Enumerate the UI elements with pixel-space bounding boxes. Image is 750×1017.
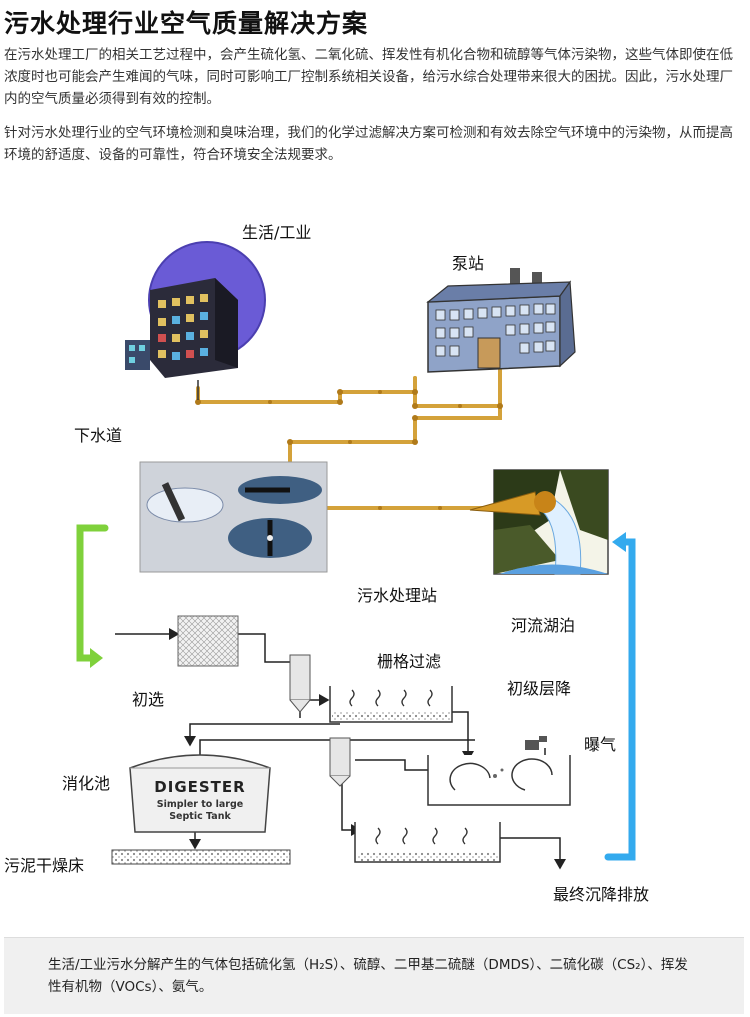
page-title: 污水处理行业空气质量解决方案: [4, 9, 369, 38]
grit-separator-lower: [329, 737, 351, 787]
intro-paragraph: 在污水处理工厂的相关工艺过程中，会产生硫化氢、二氧化硫、挥发性有机化合物和硫醇等…: [4, 47, 733, 107]
river-lake-illustration: [469, 469, 609, 575]
label-pump-station: 泵站: [452, 254, 485, 273]
label-sewer: 下水道: [74, 426, 123, 445]
solution-paragraph: 针对污水处理行业的空气环境检测和臭味治理，我们的化学过滤解决方案可检测和有效去除…: [4, 125, 733, 163]
treatment-plant-illustration: [139, 461, 328, 573]
digester-tank-subtitle: Simpler to large Septic Tank: [156, 799, 244, 822]
label-domestic-industry: 生活/工业: [242, 223, 312, 242]
primary-settling-tank: [329, 686, 453, 723]
pump-station-illustration: [426, 268, 576, 373]
gas-info-text: 生活/工业污水分解产生的气体包括硫化氢（H₂S）、硫醇、二甲基二硫醚（DMDS）…: [48, 957, 688, 995]
label-aeration: 曝气: [584, 735, 617, 754]
final-settling-tank: [354, 822, 501, 863]
gas-info-box: 生活/工业污水分解产生的气体包括硫化氢（H₂S）、硫醇、二甲基二硫醚（DMDS）…: [4, 937, 744, 1014]
aeration-tank: [427, 736, 571, 806]
sludge-drying-bed: [111, 849, 291, 865]
label-sludge-bed: 污泥干燥床: [4, 856, 85, 875]
grit-separator-upper: [289, 654, 311, 713]
digester-tank: [129, 754, 271, 833]
digester-tank-title: DIGESTER: [154, 778, 246, 796]
label-treatment-plant: 污水处理站: [357, 586, 438, 605]
blue-flow-arrow: [604, 538, 636, 861]
domestic-industry-illustration: [125, 241, 266, 400]
label-preliminary: 初选: [132, 690, 165, 709]
label-screening: 栅格过滤: [377, 652, 442, 671]
label-rivers-lakes: 河流湖泊: [511, 616, 576, 635]
label-final-discharge: 最终沉降排放: [553, 885, 650, 904]
bar-screen: [177, 615, 239, 667]
process-flow-lines: [115, 628, 566, 870]
green-flow-arrow: [76, 524, 109, 662]
label-digester: 消化池: [62, 774, 111, 793]
label-primary-settling: 初级层降: [507, 679, 572, 698]
